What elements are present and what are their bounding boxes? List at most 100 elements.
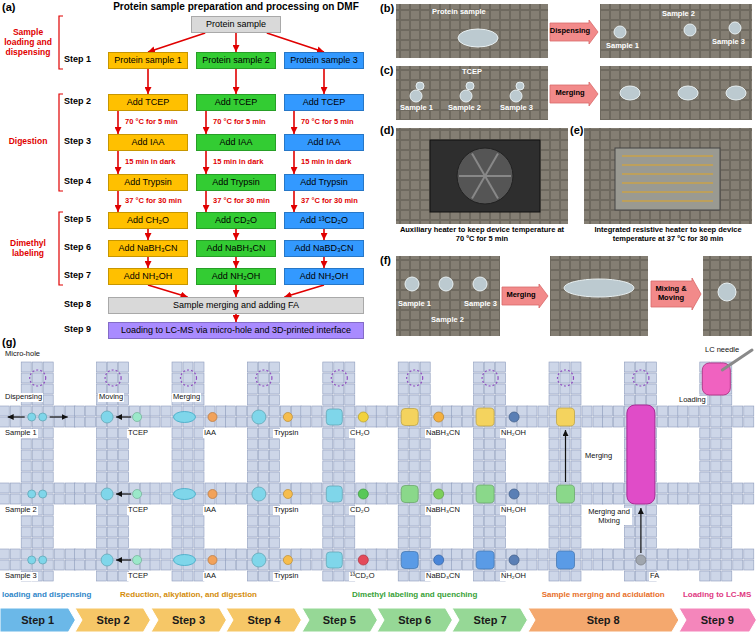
- electrode: [646, 384, 656, 394]
- droplet: [509, 555, 519, 565]
- node-text: Add CD₂O: [200, 214, 272, 227]
- droplet: [458, 29, 498, 47]
- condition-label: 70 °C for 5 min: [124, 118, 179, 127]
- electrode: [0, 406, 9, 416]
- process-box: Add Trypsin: [108, 174, 188, 191]
- electrode: [334, 395, 344, 405]
- electrode: [21, 538, 31, 548]
- electrode: [700, 571, 710, 581]
- electrode: [32, 450, 42, 460]
- electrode: [43, 373, 53, 383]
- electrode: [387, 417, 397, 427]
- node-text: Protein sample 3: [288, 54, 360, 67]
- electrode: [722, 571, 732, 581]
- electrode: [43, 362, 53, 372]
- electrode: [496, 406, 506, 416]
- step-chevron: Step 9: [679, 608, 756, 632]
- photo: [396, 256, 500, 336]
- electrode: [387, 494, 397, 504]
- electrode: [646, 560, 656, 570]
- droplet-label: NaBH₃CN: [425, 429, 461, 438]
- electrode: [700, 516, 710, 526]
- electrode: [420, 461, 430, 471]
- electrode: [32, 461, 42, 471]
- droplet: [476, 485, 494, 503]
- electrode: [582, 560, 592, 570]
- droplet: [174, 489, 196, 500]
- electrode: [323, 428, 333, 438]
- electrode: [376, 549, 386, 559]
- photo: [396, 4, 548, 58]
- electrode: [398, 527, 408, 537]
- node-text: Step 8: [528, 608, 679, 632]
- node-text: Step 3: [151, 608, 226, 632]
- electrode: [711, 494, 721, 504]
- electrode: [602, 483, 612, 493]
- electrode: [700, 439, 710, 449]
- droplet: [133, 556, 142, 565]
- electrode: [398, 428, 408, 438]
- step-label: Step 1: [64, 54, 91, 64]
- electrode: [474, 538, 484, 548]
- droplet: [620, 86, 640, 100]
- droplet-label: FA: [649, 572, 660, 581]
- motion-arrow: [565, 430, 566, 482]
- electrode: [549, 461, 559, 471]
- droplet-label: NaBH₃CN: [425, 506, 461, 515]
- electrode: [97, 461, 107, 471]
- electrode: [345, 362, 355, 372]
- electrode: [301, 494, 311, 504]
- electrode: [65, 494, 75, 504]
- electrode: [161, 483, 171, 493]
- electrode: [216, 406, 226, 416]
- photo: [396, 66, 548, 120]
- electrode: [442, 483, 452, 493]
- electrode: [485, 461, 495, 471]
- electrode: [86, 417, 96, 427]
- electrode: [43, 395, 53, 405]
- electrode: [657, 417, 667, 427]
- flow-arrow: [147, 69, 149, 94]
- electrode: [334, 461, 344, 471]
- electrode: [474, 384, 484, 394]
- process-box: Add CD₂O: [196, 212, 276, 229]
- electrode: [345, 384, 355, 394]
- electrode: [474, 516, 484, 526]
- electrode: [711, 549, 721, 559]
- process-box: Loading to LC-MS via micro-hole and 3D-p…: [108, 322, 364, 339]
- electrode: [301, 417, 311, 427]
- electrode: [334, 373, 344, 383]
- electrode: [312, 483, 322, 493]
- electrode: [75, 417, 85, 427]
- electrode: [269, 373, 279, 383]
- droplet: [252, 553, 266, 567]
- electrode: [323, 527, 333, 537]
- process-box: Add CH₂O: [108, 212, 188, 229]
- electrode: [657, 483, 667, 493]
- heater: [430, 140, 540, 212]
- electrode: [602, 549, 612, 559]
- motion-arrow: [116, 559, 131, 560]
- electrode: [409, 395, 419, 405]
- electrode: [161, 560, 171, 570]
- electrode: [43, 472, 53, 482]
- droplet: [39, 413, 47, 421]
- electrode: [97, 362, 107, 372]
- electrode: [323, 395, 333, 405]
- droplet-label: LC needle: [704, 346, 740, 355]
- electrode-array: [396, 4, 548, 58]
- flow-arrow: [148, 285, 188, 297]
- condition-label: 37 °C for 30 min: [300, 197, 359, 206]
- electrode: [345, 527, 355, 537]
- droplet: [684, 24, 696, 36]
- electrode: [269, 461, 279, 471]
- electrode: [194, 549, 204, 559]
- electrode: [452, 483, 462, 493]
- electrode: [700, 417, 710, 427]
- electrode: [711, 538, 721, 548]
- electrode: [571, 461, 581, 471]
- flow-arrow: [293, 151, 295, 174]
- electrode: [593, 417, 603, 427]
- electrode: [711, 461, 721, 471]
- step-label: Step 7: [64, 270, 91, 280]
